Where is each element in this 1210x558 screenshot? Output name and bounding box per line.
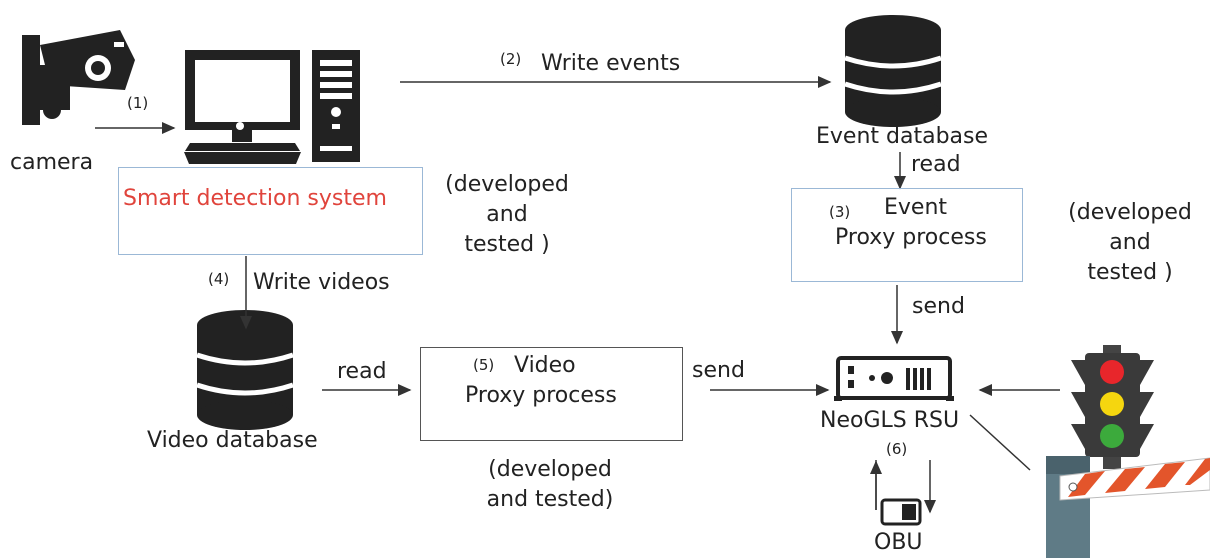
video-send-label: send <box>692 358 745 383</box>
computer-icon <box>184 50 360 164</box>
camera-icon <box>22 30 135 125</box>
step-2-label: (2) <box>500 50 522 68</box>
event-send-label: send <box>912 294 965 319</box>
write-events-label: Write events <box>541 51 681 76</box>
event-proxy-line2: Proxy process <box>835 225 987 250</box>
event-read-label: read <box>911 152 961 177</box>
video-read-label: read <box>337 359 387 384</box>
barrier-gate-icon <box>1046 456 1210 558</box>
event-proxy-line1: Event <box>884 195 948 220</box>
note-line: tested ) <box>464 232 550 257</box>
note-line: and tested) <box>486 487 614 512</box>
video-proxy-box <box>420 347 683 441</box>
step-3-label: (3) <box>829 203 851 221</box>
video-database-icon <box>196 310 294 430</box>
note-line: and <box>1109 230 1151 255</box>
event-database-icon <box>844 15 942 127</box>
rsu-device-icon <box>834 356 954 401</box>
rsu-label: NeoGLS RSU <box>820 408 960 433</box>
smart-detection-label: Smart detection system <box>123 186 387 211</box>
event-proxy-note: (developed and tested ) <box>1050 198 1210 288</box>
camera-label: camera <box>10 150 94 175</box>
note-line: tested ) <box>1087 260 1173 285</box>
write-videos-label: Write videos <box>253 270 390 295</box>
rsu-to-barrier-line <box>969 414 1031 471</box>
event-proxy-box <box>791 188 1023 282</box>
event-database-label: Event database <box>816 124 989 149</box>
note-line: (developed <box>445 172 569 197</box>
smart-detection-box <box>118 167 423 255</box>
obu-device-icon <box>880 498 922 526</box>
step-6-label: (6) <box>886 440 908 458</box>
obu-label: OBU <box>874 530 923 555</box>
traffic-light-icon <box>1071 345 1154 469</box>
video-proxy-line1: Video <box>514 353 576 378</box>
note-line: and <box>486 202 528 227</box>
step-5-label: (5) <box>473 356 495 374</box>
step-4-label: (4) <box>208 270 230 288</box>
note-line: (developed <box>488 457 612 482</box>
video-database-label: Video database <box>147 428 318 453</box>
video-proxy-line2: Proxy process <box>465 383 617 408</box>
video-proxy-note: (developed and tested) <box>470 455 630 515</box>
smart-detection-note: (developed and tested ) <box>432 170 582 260</box>
note-line: (developed <box>1068 200 1192 225</box>
step-1-label: (1) <box>127 94 149 112</box>
arrows <box>95 76 1060 514</box>
